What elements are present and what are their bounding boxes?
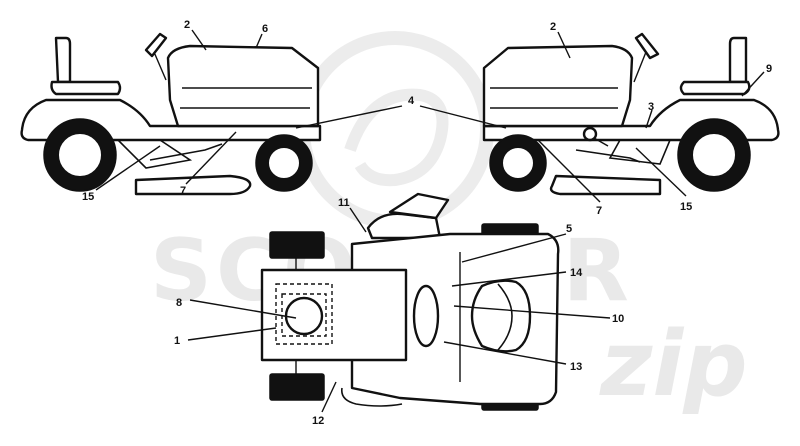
lift-lever-shaft	[593, 137, 609, 147]
leader-8	[189, 299, 297, 319]
callout-13: 13	[570, 361, 582, 373]
watermark-scooter-figure	[344, 88, 449, 187]
seat-back	[728, 36, 748, 84]
leader-4a	[295, 105, 403, 129]
callout-12: 12	[312, 415, 324, 427]
steering-column	[153, 51, 167, 81]
leader-12	[321, 381, 337, 413]
callout-15-right: 15	[680, 201, 692, 213]
callout-1: 1	[174, 335, 180, 347]
rear-wheel-hub	[691, 132, 737, 178]
callout-10: 10	[612, 313, 624, 325]
leader-5	[461, 233, 567, 263]
mower-deck	[134, 174, 252, 196]
mower-deck	[549, 174, 662, 196]
callout-labels: 2 6 4 2 9 3 15 7 7 15 11 5 14 8 10 1 13 …	[82, 19, 772, 427]
mower-top-view	[260, 192, 560, 411]
discharge-chute	[388, 192, 450, 220]
callout-2-right: 2	[550, 21, 556, 33]
watermark-script-text: zip	[599, 312, 748, 417]
leader-6	[255, 33, 263, 49]
leader-3	[645, 109, 653, 129]
callout-9: 9	[766, 63, 772, 75]
leader-2a	[191, 29, 207, 51]
rear-wheel-hub	[57, 132, 103, 178]
leader-4b	[419, 105, 507, 129]
leader-9	[741, 71, 765, 97]
callout-4: 4	[408, 95, 415, 107]
callout-15-left: 15	[82, 191, 94, 203]
leader-15a	[95, 145, 161, 191]
seat-back	[54, 36, 72, 84]
leader-15b	[635, 147, 687, 197]
fuel-cap-area	[275, 283, 333, 345]
leader-14	[451, 271, 567, 287]
steering-wheel	[634, 32, 660, 60]
front-deck-skirt	[340, 387, 403, 407]
leader-13	[443, 341, 567, 365]
hood	[166, 44, 320, 128]
side-panel	[608, 139, 672, 165]
callout-6: 6	[262, 23, 268, 35]
steering-wheel	[144, 32, 168, 58]
callout-8: 8	[176, 297, 182, 309]
callout-7-left: 7	[180, 185, 186, 197]
watermark-ring-logo	[296, 31, 494, 229]
seat-cushion	[679, 80, 751, 96]
callout-5: 5	[566, 223, 572, 235]
side-panel	[116, 139, 193, 169]
air-intake-left	[412, 284, 440, 348]
hood	[482, 44, 634, 128]
steering-console	[366, 212, 442, 240]
deck-lift-lever	[149, 143, 223, 161]
fuel-cap	[284, 296, 324, 336]
callout-11: 11	[338, 197, 350, 209]
callout-7-right: 7	[596, 205, 602, 217]
engine-cover	[470, 279, 532, 353]
leader-1	[187, 327, 277, 341]
leader-10	[453, 305, 611, 319]
rear-tire-top-right	[269, 373, 325, 401]
mower-side-view-right	[482, 32, 780, 196]
lift-lever-knob	[582, 126, 598, 142]
engine-cover-inner	[497, 283, 513, 351]
mower-side-view-left	[20, 32, 322, 196]
seat-cushion	[50, 80, 122, 96]
leader-7a	[185, 131, 237, 185]
leader-7b	[537, 139, 601, 203]
leader-lines	[95, 29, 765, 413]
steering-column	[633, 51, 647, 83]
leader-11	[349, 207, 367, 233]
rear-tire-top-left	[269, 231, 325, 259]
callout-3: 3	[648, 101, 654, 113]
front-wheel-hub	[501, 146, 535, 180]
callout-14: 14	[570, 267, 583, 279]
callout-2-left: 2	[184, 19, 190, 31]
leader-2b	[557, 31, 571, 59]
front-wheel-hub	[267, 146, 301, 180]
